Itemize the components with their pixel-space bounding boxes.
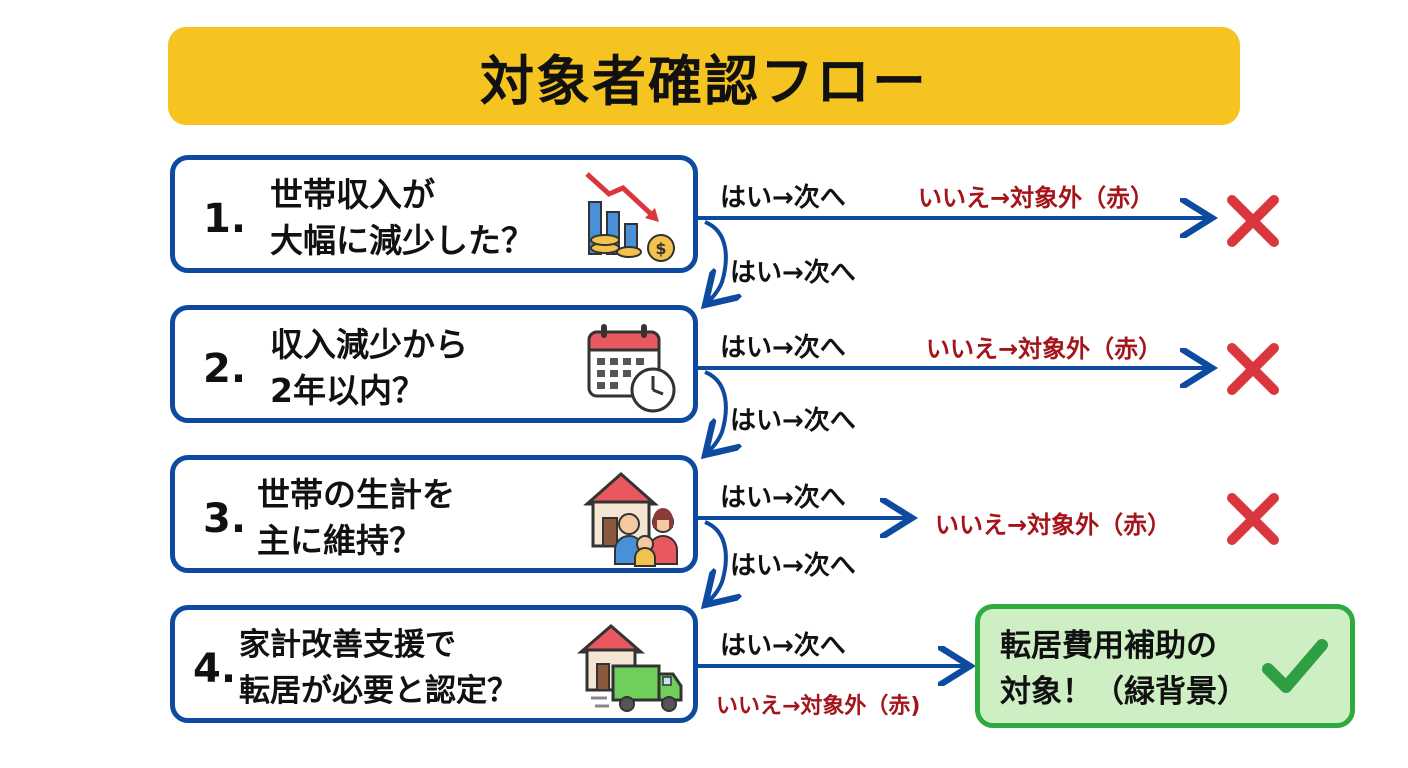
yes-label-step2-right: はい→次へ [720, 333, 846, 363]
page-title: 対象者確認フロー [480, 49, 928, 113]
cross-icon [1227, 343, 1279, 395]
step-number: 1. [203, 196, 247, 242]
moving-truck-house-icon [577, 624, 683, 712]
step-question-line1: 家計改善支援で [239, 627, 456, 663]
result-text: 転居費用補助の 対象！（緑背景） [1000, 623, 1248, 715]
arrow-step2-to-step3 [705, 370, 726, 452]
yes-label-step2-down: はい→次へ [730, 406, 856, 436]
step-question: 世帯収入が 大幅に減少した？ [270, 172, 534, 264]
step-question-line1: 世帯の生計を [257, 475, 455, 514]
step-question-line2: 転居が必要と認定？ [239, 673, 518, 709]
no-label-step3: いいえ→対象外（赤） [935, 511, 1172, 539]
result-box: 転居費用補助の 対象！（緑背景） [975, 604, 1355, 728]
step-number: 4. [193, 646, 237, 692]
step-question-line2: 2年以内？ [270, 371, 425, 410]
step-question-line1: 収入減少から [270, 325, 468, 364]
step-number: 2. [203, 346, 247, 392]
yes-label-step3-down: はい→次へ [730, 551, 856, 581]
arrow-step3-to-step4 [705, 520, 726, 602]
no-label-step2: いいえ→対象外（赤） [926, 335, 1163, 363]
step-question: 世帯の生計を 主に維持？ [257, 472, 455, 564]
step-question-line2: 主に維持？ [257, 521, 422, 560]
yes-label-step3-right: はい→次へ [720, 483, 846, 513]
no-label-step4: いいえ→対象外（赤) [716, 694, 921, 719]
result-line1: 転居費用補助の [1000, 628, 1217, 664]
step-box-3: 3. 世帯の生計を 主に維持？ [170, 455, 698, 573]
cross-icon [1227, 195, 1279, 247]
arrow-step1-to-step2 [705, 220, 726, 302]
result-line2: 対象！（緑背景） [1000, 674, 1248, 710]
step-question: 家計改善支援で 転居が必要と認定？ [239, 622, 518, 714]
yes-label-step4: はい→次へ [720, 631, 846, 661]
calendar-clock-icon [587, 324, 676, 413]
title-bar: 対象者確認フロー [168, 27, 1240, 125]
step-box-4: 4. 家計改善支援で 転居が必要と認定？ [170, 605, 698, 723]
cross-icon [1227, 493, 1279, 545]
step-box-2: 2. 収入減少から 2年以内？ [170, 305, 698, 423]
checkmark-icon [1262, 639, 1328, 693]
falling-income-chart-icon: $ [585, 172, 675, 262]
yes-label-step1-down: はい→次へ [730, 258, 856, 288]
step-number: 3. [203, 496, 247, 542]
step-question-line1: 世帯収入が [270, 175, 435, 214]
step-question-line2: 大幅に減少した？ [270, 221, 534, 260]
step-question: 収入減少から 2年以内？ [270, 322, 468, 414]
svg-text:$: $ [655, 239, 666, 258]
step-box-1: 1. 世帯収入が 大幅に減少した？ $ [170, 155, 698, 273]
family-house-icon [583, 471, 678, 567]
no-label-step1: いいえ→対象外（赤） [918, 184, 1155, 212]
yes-label-step1-right: はい→次へ [720, 183, 846, 213]
